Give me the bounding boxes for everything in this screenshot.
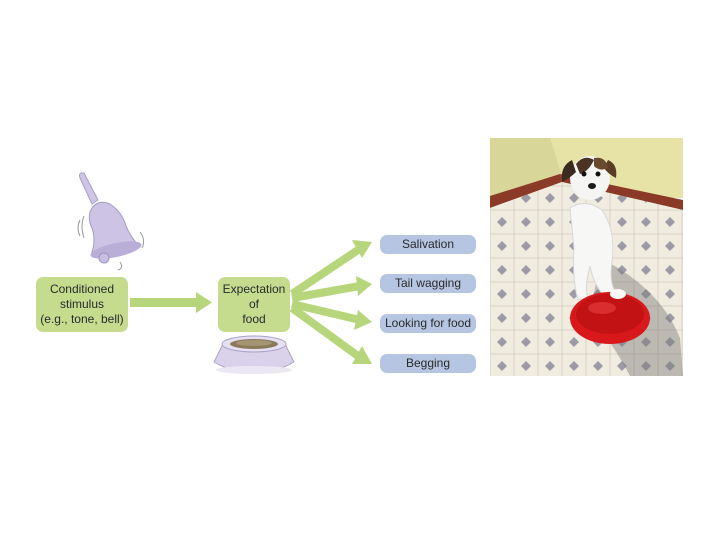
response-salivation: Salivation (380, 235, 476, 254)
response-begging: Begging (380, 354, 476, 373)
arrow-to-salivation (289, 240, 372, 298)
bell-icon (77, 172, 145, 271)
response-tail-wagging: Tail wagging (380, 274, 476, 293)
dog-bowl-icon (213, 335, 295, 374)
dog-photo (490, 138, 683, 376)
response-looking-for-food: Looking for food (380, 314, 476, 333)
conditioned-stimulus-box: Conditioned stimulus (e.g., tone, bell) (36, 277, 128, 332)
arrow-stimulus-to-expectation (130, 292, 212, 313)
arrow-to-begging (289, 304, 372, 364)
arrow-to-looking-for-food (291, 300, 372, 330)
expectation-box: Expectation of food (218, 277, 290, 332)
arrow-to-tail-wagging (291, 276, 372, 302)
